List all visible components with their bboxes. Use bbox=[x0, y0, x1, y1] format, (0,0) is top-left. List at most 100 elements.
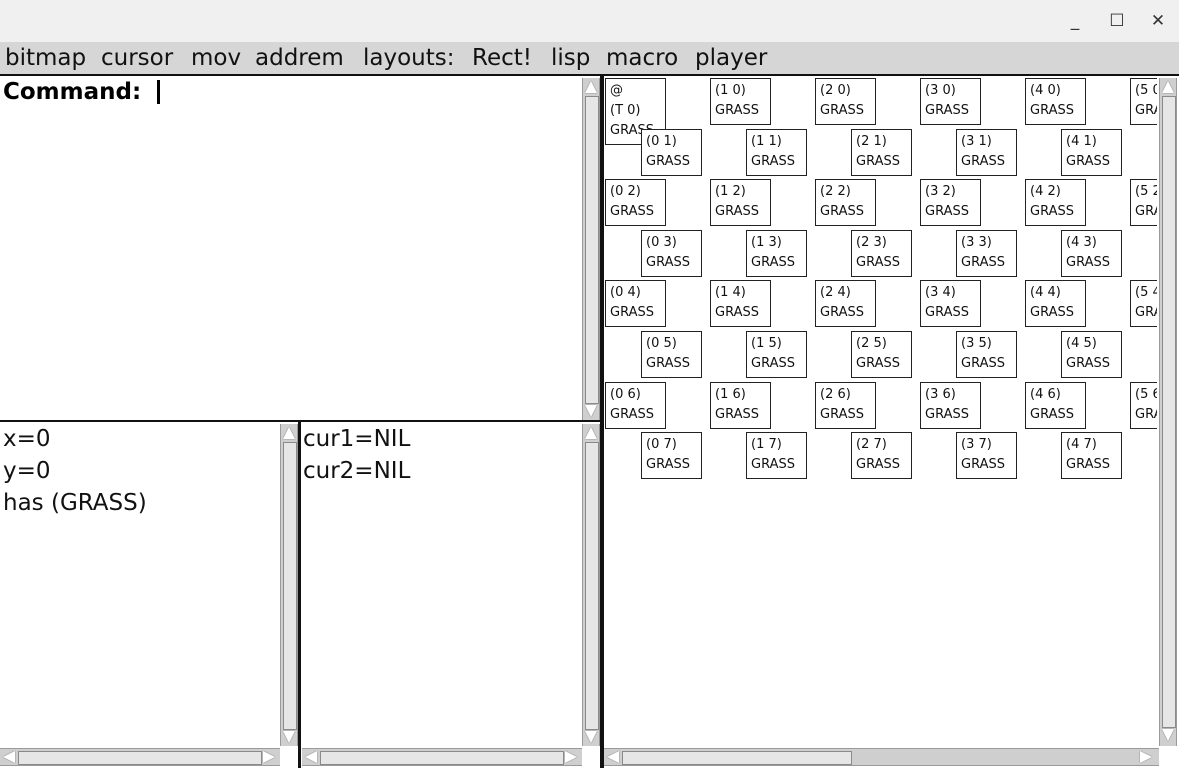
scroll-thumb[interactable] bbox=[622, 751, 852, 765]
map-cell[interactable]: (4 0)GRASS bbox=[1025, 78, 1086, 125]
map-cell[interactable]: (4 4)GRASS bbox=[1025, 280, 1086, 328]
cursors-vscrollbar[interactable] bbox=[582, 424, 600, 746]
minimize-button[interactable]: _ bbox=[1070, 11, 1080, 31]
map-cell[interactable]: (3 6)GRASS bbox=[920, 381, 981, 429]
scroll-left-arrow-icon[interactable] bbox=[305, 751, 317, 763]
scroll-up-arrow-icon[interactable] bbox=[585, 427, 597, 439]
map-cell[interactable]: (3 1)GRASS bbox=[956, 128, 1017, 176]
map-cell[interactable]: (2 6)GRASS bbox=[815, 381, 876, 429]
map-cell[interactable]: (2 5) GRASS bbox=[851, 331, 912, 378]
map-cell[interactable]: (2 2)GRASS bbox=[815, 179, 876, 227]
menu-addrem[interactable]: addrem bbox=[255, 45, 344, 71]
scroll-up-arrow-icon[interactable] bbox=[283, 427, 295, 439]
map-cell[interactable]: (5 6)GRASS bbox=[1130, 381, 1157, 429]
map-cell[interactable]: (1 1)GRASS bbox=[746, 128, 807, 176]
map-cell[interactable]: (3 4)GRASS bbox=[920, 280, 981, 328]
map-cell-text: (3 4) bbox=[925, 285, 956, 301]
map-cell-text: GRASS bbox=[715, 406, 759, 422]
map-cell[interactable]: (3 2)GRASS bbox=[920, 179, 981, 227]
map-cell-text: GRASS bbox=[856, 356, 900, 371]
map-cell-text: (3 2) bbox=[925, 184, 956, 200]
map-cell[interactable]: (4 6)GRASS bbox=[1025, 381, 1086, 429]
map-cell[interactable]: (4 2)GRASS bbox=[1025, 179, 1086, 227]
menu-rect[interactable]: Rect! bbox=[472, 45, 532, 71]
map-cell[interactable]: (0 2)GRASS bbox=[605, 179, 666, 227]
menu-player[interactable]: player bbox=[695, 45, 768, 71]
scroll-right-arrow-icon[interactable] bbox=[263, 751, 275, 763]
map-cell-text: (0 2) bbox=[610, 184, 641, 200]
map-cell-text: (4 3) bbox=[1066, 234, 1097, 250]
map-cell[interactable]: (1 0)GRASS bbox=[710, 78, 771, 125]
scroll-thumb[interactable] bbox=[320, 751, 564, 765]
map-cell[interactable]: (0 6)GRASS bbox=[605, 381, 666, 429]
scroll-up-arrow-icon[interactable] bbox=[1162, 81, 1174, 93]
map-cell[interactable]: (1 4)GRASS bbox=[710, 280, 771, 328]
map-cell[interactable]: (1 6)GRASS bbox=[710, 381, 771, 429]
map-cell[interactable]: (3 7)GRASS bbox=[956, 432, 1017, 480]
map-cell[interactable]: (4 1)GRASS bbox=[1061, 128, 1122, 176]
map-cell[interactable]: (2 4)GRASS bbox=[815, 280, 876, 328]
command-vscrollbar[interactable] bbox=[582, 78, 600, 420]
menu-lisp[interactable]: lisp bbox=[551, 45, 591, 71]
map-hscrollbar[interactable] bbox=[604, 748, 1159, 766]
cursors-hscrollbar[interactable] bbox=[302, 748, 582, 766]
map-cell[interactable]: (4 7)GRASS bbox=[1061, 432, 1122, 480]
scroll-left-arrow-icon[interactable] bbox=[607, 751, 619, 763]
map-cell-text: GRASS bbox=[961, 356, 1005, 371]
map-cell[interactable]: (0 7)GRASS bbox=[641, 432, 702, 480]
map-cell[interactable]: (1 5)GRASS bbox=[746, 331, 807, 378]
scroll-up-arrow-icon[interactable] bbox=[585, 81, 597, 93]
map-cell-text: GRASS bbox=[646, 356, 690, 371]
map-cell[interactable]: (4 5)GRASS bbox=[1061, 331, 1122, 378]
map-cell-text: (4 1) bbox=[1066, 133, 1097, 149]
map-cell-text: (4 2) bbox=[1030, 184, 1061, 200]
map-view[interactable]: @(T 0)GRASS(1 0)GRASS(2 0)GRASS(3 0)GRAS… bbox=[604, 76, 1157, 748]
map-cell-text: GRASS bbox=[1030, 103, 1074, 118]
map-cell-text: GRASS bbox=[1030, 406, 1074, 422]
map-cell[interactable]: (4 3)GRASS bbox=[1061, 229, 1122, 277]
map-cell[interactable]: (3 3)GRASS bbox=[956, 229, 1017, 277]
map-cell[interactable]: (3 0)GRASS bbox=[920, 78, 981, 125]
map-cell[interactable]: (5 2)GRASS bbox=[1130, 179, 1157, 227]
map-cell[interactable]: (2 0)GRASS bbox=[815, 78, 876, 125]
menu-macro[interactable]: macro bbox=[606, 45, 679, 71]
map-cell[interactable]: (0 1)GRASS bbox=[641, 128, 702, 176]
scroll-thumb[interactable] bbox=[283, 442, 297, 730]
map-cell[interactable]: (2 3)GRASS bbox=[851, 229, 912, 277]
maximize-button[interactable]: ☐ bbox=[1109, 11, 1125, 31]
map-vscrollbar[interactable] bbox=[1159, 78, 1177, 746]
close-button[interactable]: ✕ bbox=[1150, 11, 1166, 31]
cursor-line: cur2=NIL bbox=[303, 458, 411, 484]
scroll-right-arrow-icon[interactable] bbox=[1140, 751, 1152, 763]
map-cell[interactable]: (5 0)GRASS bbox=[1130, 78, 1157, 125]
info-vscrollbar[interactable] bbox=[280, 424, 298, 746]
map-cell[interactable]: (0 4)GRASS bbox=[605, 280, 666, 328]
map-cell[interactable]: (1 2)GRASS bbox=[710, 179, 771, 227]
map-cell[interactable]: (0 3)GRASS bbox=[641, 229, 702, 277]
map-cell[interactable]: (3 5)GRASS bbox=[956, 331, 1017, 378]
map-cell[interactable]: (5 4)GRASS bbox=[1130, 280, 1157, 328]
scroll-left-arrow-icon[interactable] bbox=[3, 751, 15, 763]
scroll-thumb[interactable] bbox=[585, 442, 599, 730]
scroll-right-arrow-icon[interactable] bbox=[565, 751, 577, 763]
menu-cursor[interactable]: cursor bbox=[101, 45, 174, 71]
map-cell[interactable]: (2 7)GRASS bbox=[851, 432, 912, 480]
menu-mov[interactable]: mov bbox=[191, 45, 242, 71]
map-cell-text: @ bbox=[610, 83, 623, 98]
scroll-down-arrow-icon[interactable] bbox=[585, 405, 597, 417]
scroll-down-arrow-icon[interactable] bbox=[283, 731, 295, 743]
scroll-thumb[interactable] bbox=[18, 751, 262, 765]
map-cell[interactable]: (1 3)GRASS bbox=[746, 229, 807, 277]
scroll-thumb[interactable] bbox=[585, 96, 599, 404]
map-cell[interactable]: (0 5)GRASS bbox=[641, 331, 702, 378]
menu-layouts[interactable]: layouts: bbox=[363, 45, 455, 71]
map-cell-text: GRASS bbox=[646, 254, 690, 270]
scroll-down-arrow-icon[interactable] bbox=[1162, 729, 1174, 741]
map-cell[interactable]: (2 1)GRASS bbox=[851, 128, 912, 176]
map-cell-text: (2 5) bbox=[856, 336, 887, 351]
info-hscrollbar[interactable] bbox=[0, 748, 280, 766]
map-cell[interactable]: (1 7)GRASS bbox=[746, 432, 807, 480]
menu-bitmap[interactable]: bitmap bbox=[5, 45, 87, 71]
scroll-thumb[interactable] bbox=[1162, 96, 1176, 728]
scroll-down-arrow-icon[interactable] bbox=[585, 731, 597, 743]
